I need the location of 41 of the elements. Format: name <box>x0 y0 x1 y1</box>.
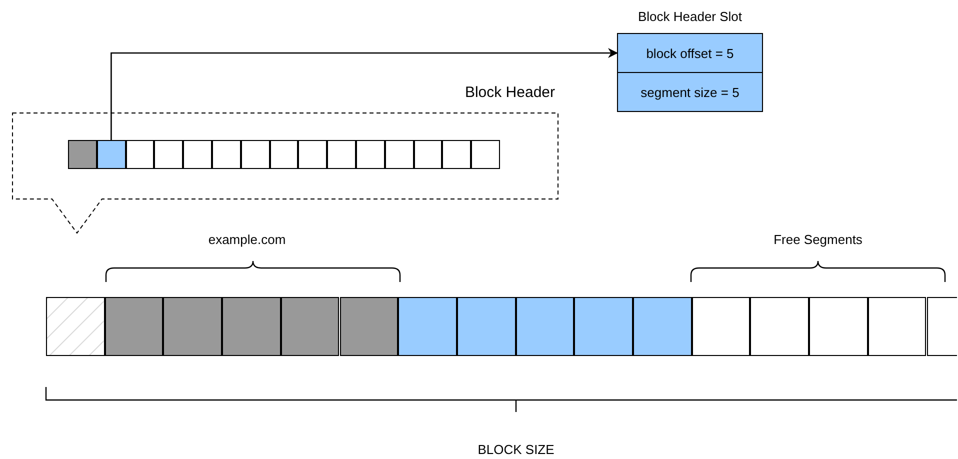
hatched-segment-cell <box>46 297 105 356</box>
segment-cell <box>212 140 241 169</box>
segment-cell <box>298 140 328 169</box>
arrow <box>110 48 618 140</box>
segment-cell <box>222 297 281 356</box>
segment-cell <box>270 140 298 169</box>
segment-cell <box>384 140 414 169</box>
segment-cell <box>104 297 164 356</box>
segment-cell <box>516 297 574 356</box>
segment-cell <box>68 140 97 169</box>
segment-cell <box>442 140 472 169</box>
table-heading: Block Header Slot <box>636 9 744 24</box>
segment-cell <box>456 297 516 356</box>
segment-cell <box>868 297 926 356</box>
segment-cell <box>240 140 270 169</box>
segment-cell <box>340 297 398 356</box>
segment-cell <box>154 140 184 169</box>
field-value: block offset = 5 <box>646 46 734 60</box>
segment-cell <box>398 297 457 356</box>
segment-cell <box>633 297 692 356</box>
callout-heading: Block Header <box>464 84 555 101</box>
segment-cell <box>163 297 222 356</box>
segment-cell <box>96 140 126 169</box>
segment-cell <box>750 297 810 356</box>
segment-cell <box>471 140 500 169</box>
segment-cell <box>574 297 633 356</box>
segment-cell <box>126 140 154 169</box>
segment-cell <box>809 297 868 356</box>
annotation-label: example.com <box>208 232 286 247</box>
segment-cell <box>183 140 212 169</box>
table-row <box>617 72 763 112</box>
segment-cell <box>327 140 356 169</box>
annotation-label: Free Segments <box>774 232 862 247</box>
segment-cell <box>356 140 385 169</box>
annotation-label: BLOCK SIZE <box>478 442 554 457</box>
segment-cell <box>280 297 340 356</box>
table-row <box>617 33 763 73</box>
field-value: segment size = 5 <box>640 84 740 100</box>
segment-cell <box>414 140 442 169</box>
segment-cell <box>926 297 957 356</box>
segment-cell <box>692 297 750 356</box>
